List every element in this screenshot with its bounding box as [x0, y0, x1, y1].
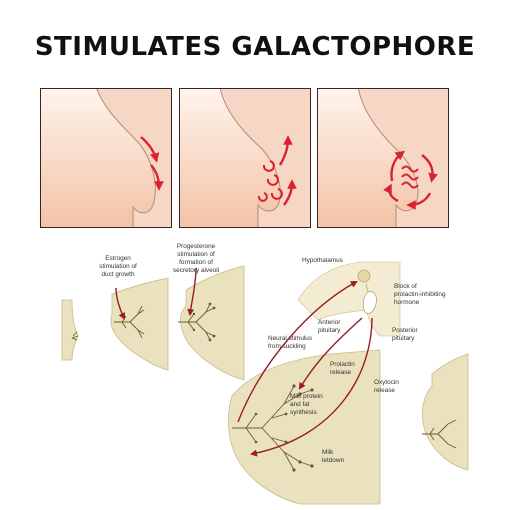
- svg-text:Anterior: Anterior: [318, 319, 341, 326]
- milk-letdown-label: Milk letdown: [322, 449, 344, 464]
- neural-stimulus-label: Neural stimulus from suckling: [268, 335, 312, 350]
- head-outline: [297, 261, 401, 337]
- svg-text:Posterior: Posterior: [392, 327, 418, 334]
- arrow-down-icon: [406, 192, 432, 210]
- pituitary-gland: [362, 291, 377, 314]
- estrogen-arrow: [115, 287, 125, 320]
- hypothalamus-node: [357, 269, 371, 283]
- svg-text:pituitary: pituitary: [392, 335, 415, 342]
- svg-text:Milk: Milk: [322, 449, 334, 456]
- page-title: STIMULATES GALACTOPHORE: [34, 32, 476, 62]
- svg-text:release: release: [374, 387, 395, 394]
- svg-text:Milk protein: Milk protein: [290, 393, 323, 400]
- svg-text:Estrogen: Estrogen: [105, 255, 131, 262]
- svg-text:duct growth: duct growth: [101, 271, 134, 278]
- progesterone-label: Progesterone stimulation of formation of…: [173, 243, 219, 274]
- anterior-pituitary-label: Anterior pituitary: [318, 319, 341, 334]
- oxytocin-arrow: [249, 317, 373, 457]
- svg-text:Oxytocin: Oxytocin: [374, 379, 399, 386]
- arrow-down-icon: [150, 164, 164, 191]
- svg-text:Neural stimulus: Neural stimulus: [268, 335, 312, 342]
- lactating-breast-figure: [228, 349, 381, 505]
- arrow-down-icon: [140, 136, 160, 163]
- massage-step-3-panel: [317, 88, 449, 228]
- svg-text:release: release: [330, 369, 351, 376]
- svg-text:pituitary: pituitary: [318, 327, 341, 334]
- massage-step-1-panel: [40, 88, 172, 228]
- svg-text:Block of: Block of: [394, 283, 417, 290]
- arrow-up-icon: [283, 179, 297, 206]
- block-label: Block of prolactin-inhibiting hormone: [394, 283, 446, 306]
- svg-text:synthesis: synthesis: [290, 409, 317, 416]
- massage-step-2-panel: [179, 88, 311, 228]
- arrow-up-icon: [278, 135, 293, 166]
- svg-text:Progesterone: Progesterone: [177, 243, 216, 250]
- svg-text:stimulation of: stimulation of: [177, 251, 215, 258]
- svg-text:from suckling: from suckling: [268, 343, 306, 350]
- svg-text:and fat: and fat: [290, 401, 310, 408]
- lactation-physiology-diagram: Estrogen stimulation of duct growth Prog…: [61, 243, 469, 505]
- svg-text:Prolactin: Prolactin: [330, 361, 355, 368]
- arrow-up-icon: [390, 150, 406, 182]
- svg-text:secretory alveoli: secretory alveoli: [173, 267, 219, 274]
- torso-silhouette: [41, 89, 156, 227]
- hypothalamus-label: Hypothalamus: [302, 257, 343, 264]
- post-lactation-breast-figure: [422, 353, 469, 471]
- arrow-up-icon: [383, 183, 399, 203]
- svg-text:letdown: letdown: [322, 457, 344, 464]
- torso-silhouette: [318, 89, 419, 227]
- progesterone-breast-figure: [178, 265, 245, 381]
- circular-stroke-icon: [257, 160, 283, 202]
- prolactin-release-label: Prolactin release: [330, 361, 355, 376]
- wave-icon: [401, 165, 419, 189]
- oxytocin-release-label: Oxytocin release: [374, 379, 399, 394]
- immature-breast-figure: [61, 299, 79, 361]
- prolactin-arrow: [298, 317, 363, 390]
- estrogen-breast-figure: [110, 277, 169, 371]
- svg-text:formation of: formation of: [179, 259, 213, 266]
- torso-silhouette: [180, 89, 281, 227]
- progesterone-arrow: [187, 267, 197, 317]
- neural-stimulus-arrow: [237, 280, 358, 423]
- svg-text:stimulation of: stimulation of: [99, 263, 137, 270]
- arrow-down-icon: [421, 154, 438, 183]
- svg-text:prolactin-inhibiting: prolactin-inhibiting: [394, 291, 446, 298]
- posterior-pituitary-label: Posterior pituitary: [392, 327, 418, 342]
- milk-protein-label: Milk protein and fat synthesis: [290, 393, 323, 416]
- estrogen-label: Estrogen stimulation of duct growth: [99, 255, 137, 278]
- svg-text:hormone: hormone: [394, 299, 420, 306]
